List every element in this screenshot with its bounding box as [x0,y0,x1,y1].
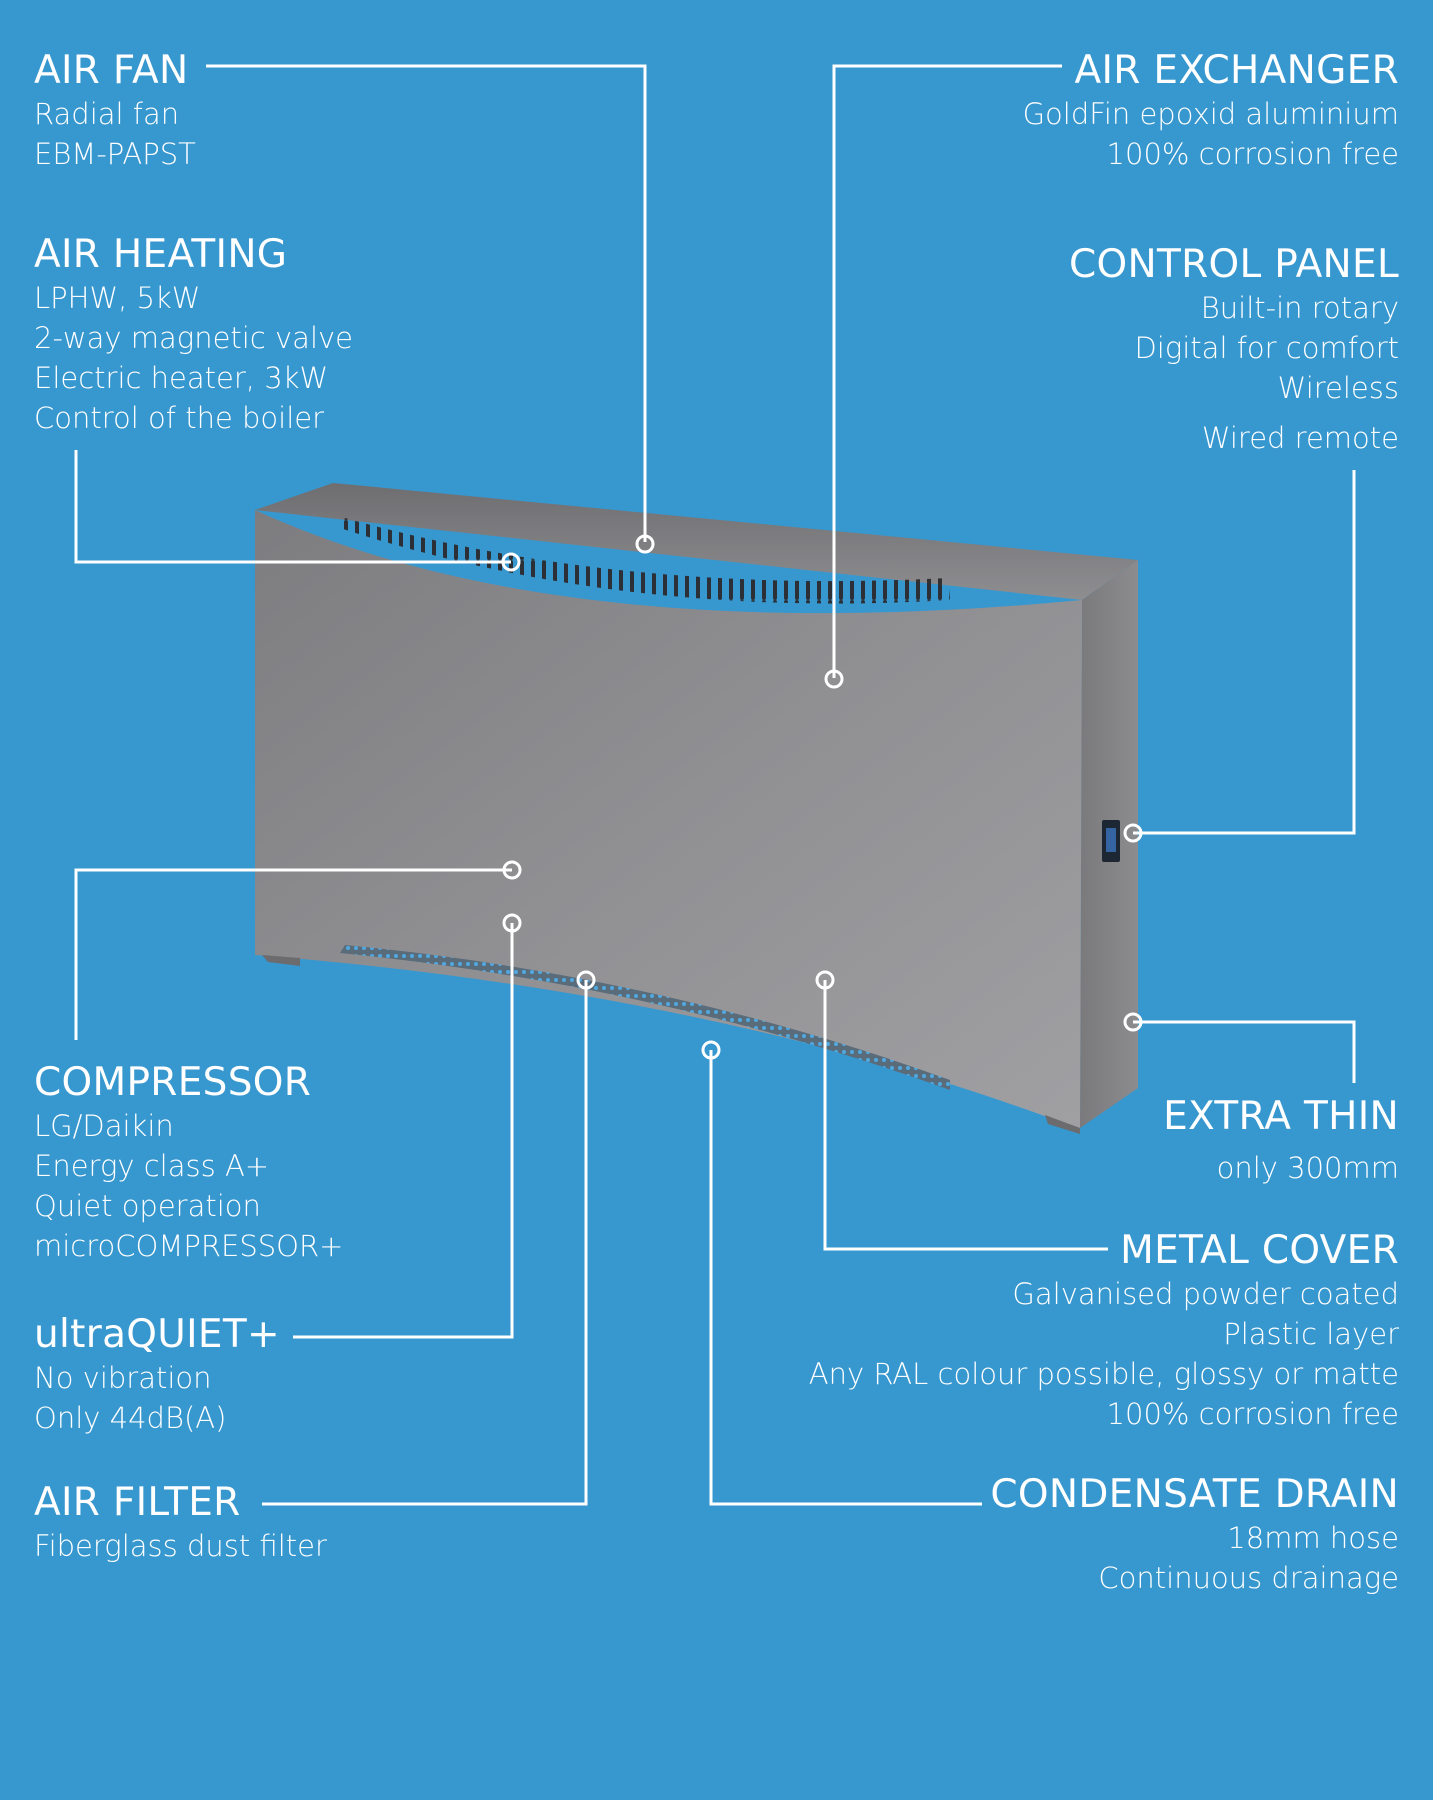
callout-title: CONTROL PANEL [1069,242,1399,287]
leader-air-filter [262,980,588,1506]
callout-compressor: COMPRESSOR LG/Daikin Energy class A+ Qui… [34,1060,343,1266]
callout-ultraquiet: ultraQUIET+ No vibration Only 44dB(A) [34,1312,280,1438]
leader-control-panel [1133,470,1356,835]
leader-air-heating [74,450,511,564]
callout-title: AIR EXCHANGER [1074,48,1399,93]
marker-air-heating [501,552,521,572]
dehumidifier-unit [255,483,1138,1134]
callout-extra-thin: EXTRA THIN only 300mm [1163,1094,1399,1188]
device-front-cover [255,510,1082,1128]
callout-title: METAL COVER [1120,1228,1399,1273]
callout-title: AIR HEATING [34,232,288,277]
marker-metal-cover [815,970,835,990]
top-grille [340,518,950,604]
callout-line: EBM-PAPST [34,137,196,171]
callout-control-panel: CONTROL PANEL Built-in rotary Digital fo… [1069,242,1399,458]
callout-title: ultraQUIET+ [34,1312,280,1357]
device-top-face [255,483,1138,600]
callout-line: Wireless [1277,371,1399,405]
leader-markers [501,534,1143,1060]
leader-condensate-drain [709,1050,982,1506]
callout-title: EXTRA THIN [1163,1094,1399,1139]
leader-air-exchanger [832,64,1062,678]
marker-condensate-drain [701,1040,721,1060]
callout-condensate-drain: CONDENSATE DRAIN 18mm hose Continuous dr… [990,1472,1399,1598]
bottom-mesh-grille [340,945,950,1090]
callout-line: Electric heater, 3kW [34,361,329,395]
callout-air-heating: AIR HEATING LPHW, 5kW 2-way magnetic val… [34,232,353,438]
callout-title: COMPRESSOR [34,1060,312,1105]
callout-line: Continuous drainage [1098,1561,1399,1595]
callout-line: Built-in rotary [1200,291,1399,325]
callout-line: LG/Daikin [34,1109,174,1143]
control-display-digits [1106,828,1116,852]
callout-line: Control of the boiler [34,401,325,435]
callout-line: 2-way magnetic valve [34,321,354,355]
callout-line: LPHW, 5kW [34,281,201,315]
callout-air-fan: AIR FAN Radial fan EBM-PAPST [34,48,196,174]
device-foot-left [262,955,300,966]
marker-air-filter [576,970,596,990]
callout-line: No vibration [34,1361,212,1395]
callout-metal-cover: METAL COVER Galvanised powder coated Pla… [809,1228,1399,1434]
callout-line: Any RAL colour possible, glossy or matte [808,1357,1399,1391]
marker-control-panel [1123,823,1143,843]
callout-line: microCOMPRESSOR+ [34,1229,344,1263]
callout-line: GoldFin epoxid aluminium [1022,97,1399,131]
marker-extra-thin [1123,1012,1143,1032]
callout-title: CONDENSATE DRAIN [990,1472,1399,1517]
callout-line: Radial fan [34,97,180,131]
callout-line: Quiet operation [34,1189,261,1223]
leader-compressor [74,868,512,1040]
device-foot-right [1045,1115,1080,1134]
callout-air-exchanger: AIR EXCHANGER GoldFin epoxid aluminium 1… [1023,48,1399,174]
callout-line: Galvanised powder coated [1012,1277,1399,1311]
leader-air-fan [206,64,647,542]
callout-line: Only 44dB(A) [34,1401,227,1435]
callout-line: Energy class A+ [34,1149,270,1183]
callout-title: AIR FILTER [34,1480,241,1525]
callout-line: 100% corrosion free [1106,137,1399,171]
callout-line: only 300mm [1216,1151,1399,1185]
leader-lines [74,64,1356,1506]
leader-extra-thin [1133,1020,1356,1083]
callout-line: Fiberglass dust filter [34,1529,327,1563]
leader-metal-cover [823,980,1108,1251]
marker-compressor [502,860,522,880]
callout-title: AIR FAN [34,48,189,93]
marker-air-exchanger [824,669,844,689]
leader-ultraquiet [293,923,514,1339]
marker-ultraquiet [502,913,522,933]
callout-line: 100% corrosion free [1106,1397,1399,1431]
marker-air-fan [635,534,655,554]
callout-line: Plastic layer [1223,1317,1399,1351]
callout-air-filter: AIR FILTER Fiberglass dust filter [34,1480,327,1566]
callout-line: Digital for comfort [1134,331,1399,365]
callout-line: Wired remote [1201,421,1399,455]
callout-line: 18mm hose [1227,1521,1399,1555]
